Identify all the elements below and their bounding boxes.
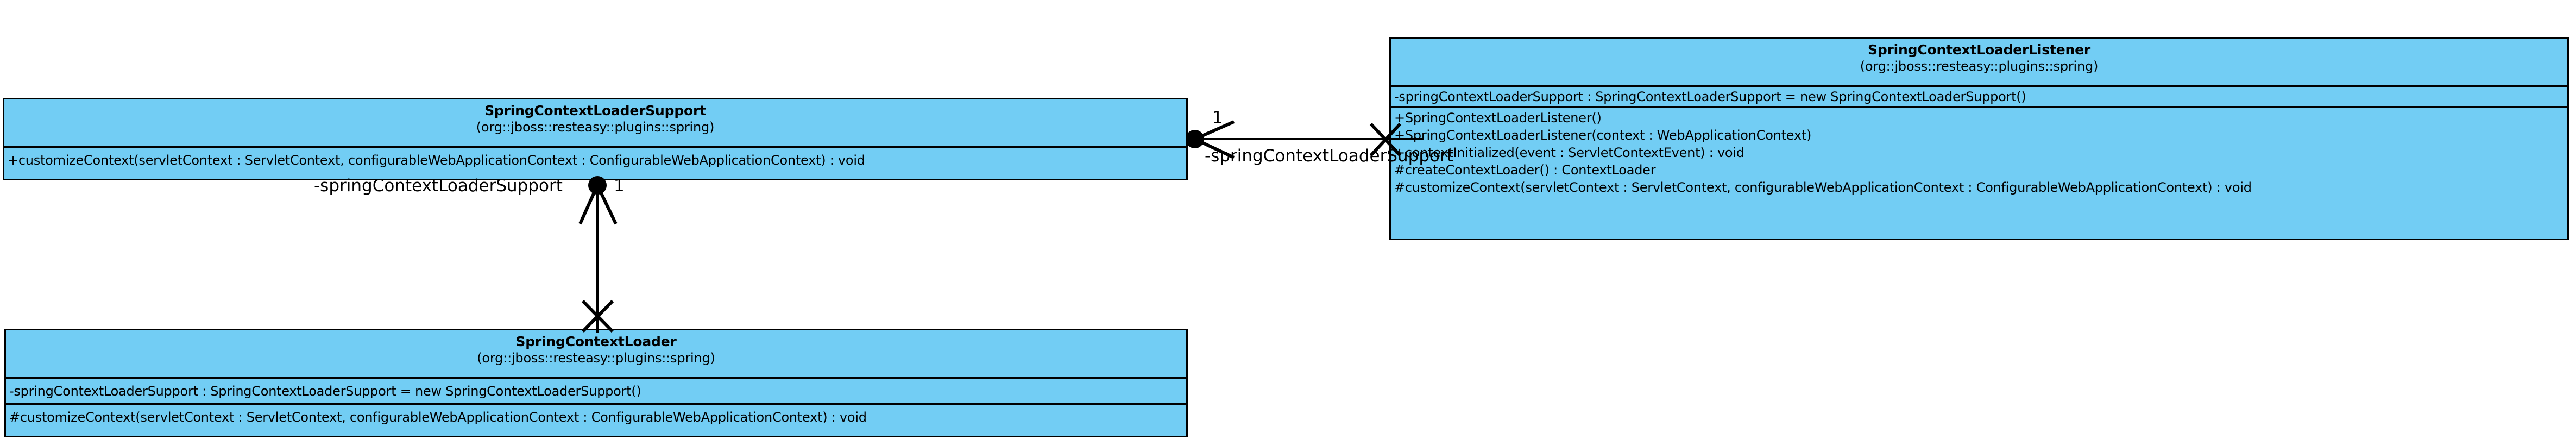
class-attributes-spring-context-loader: -springContextLoaderSupport : SpringCont… <box>6 377 1186 403</box>
association-vertical-role-label: -springContextLoaderSupport <box>314 176 563 196</box>
class-header-spring-context-loader-listener: SpringContextLoaderListener (org::jboss:… <box>1391 39 2567 85</box>
operation-item: #customizeContext(servletContext : Servl… <box>1394 179 2252 195</box>
class-attributes-spring-context-loader-listener: -springContextLoaderSupport : SpringCont… <box>1391 85 2567 106</box>
class-box-spring-context-loader-support[interactable]: SpringContextLoaderSupport (org::jboss::… <box>3 98 1188 180</box>
attribute-item: -springContextLoaderSupport : SpringCont… <box>9 384 641 399</box>
operation-item: +SpringContextLoaderListener(context : W… <box>1394 127 1812 143</box>
association-vertical-multiplicity: 1 <box>614 176 625 196</box>
association-vertical <box>578 176 618 333</box>
class-name-spring-context-loader-listener: SpringContextLoaderListener <box>1868 42 2090 58</box>
operation-item: +SpringContextLoaderListener() <box>1394 110 1602 126</box>
association-horizontal-role-label: -springContextLoaderSupport <box>1205 146 1453 166</box>
class-box-spring-context-loader-listener[interactable]: SpringContextLoaderListener (org::jboss:… <box>1389 37 2569 240</box>
class-operations-spring-context-loader-listener: +SpringContextLoaderListener() +SpringCo… <box>1391 106 2567 240</box>
class-header-spring-context-loader: SpringContextLoader (org::jboss::resteas… <box>6 330 1186 377</box>
class-package-spring-context-loader-listener: (org::jboss::resteasy::plugins::spring) <box>1860 58 2099 74</box>
class-name-spring-context-loader: SpringContextLoader <box>515 334 677 349</box>
class-package-spring-context-loader: (org::jboss::resteasy::plugins::spring) <box>477 350 715 366</box>
class-operations-spring-context-loader-support: +customizeContext(servletContext : Servl… <box>4 146 1186 179</box>
class-header-spring-context-loader-support: SpringContextLoaderSupport (org::jboss::… <box>4 99 1186 146</box>
attribute-item: -springContextLoaderSupport : SpringCont… <box>1394 89 2026 104</box>
operation-item: #customizeContext(servletContext : Servl… <box>9 410 867 425</box>
class-operations-spring-context-loader: #customizeContext(servletContext : Servl… <box>6 403 1186 436</box>
class-box-spring-context-loader[interactable]: SpringContextLoader (org::jboss::resteas… <box>4 329 1188 437</box>
operation-item: +customizeContext(servletContext : Servl… <box>8 153 865 168</box>
operation-item: #createContextLoader() : ContextLoader <box>1394 162 1656 178</box>
class-package-spring-context-loader-support: (org::jboss::resteasy::plugins::spring) <box>476 119 715 135</box>
class-name-spring-context-loader-support: SpringContextLoaderSupport <box>484 103 706 118</box>
association-horizontal-multiplicity: 1 <box>1212 108 1223 128</box>
operation-item: +contextInitialized(event : ServletConte… <box>1394 145 1744 160</box>
